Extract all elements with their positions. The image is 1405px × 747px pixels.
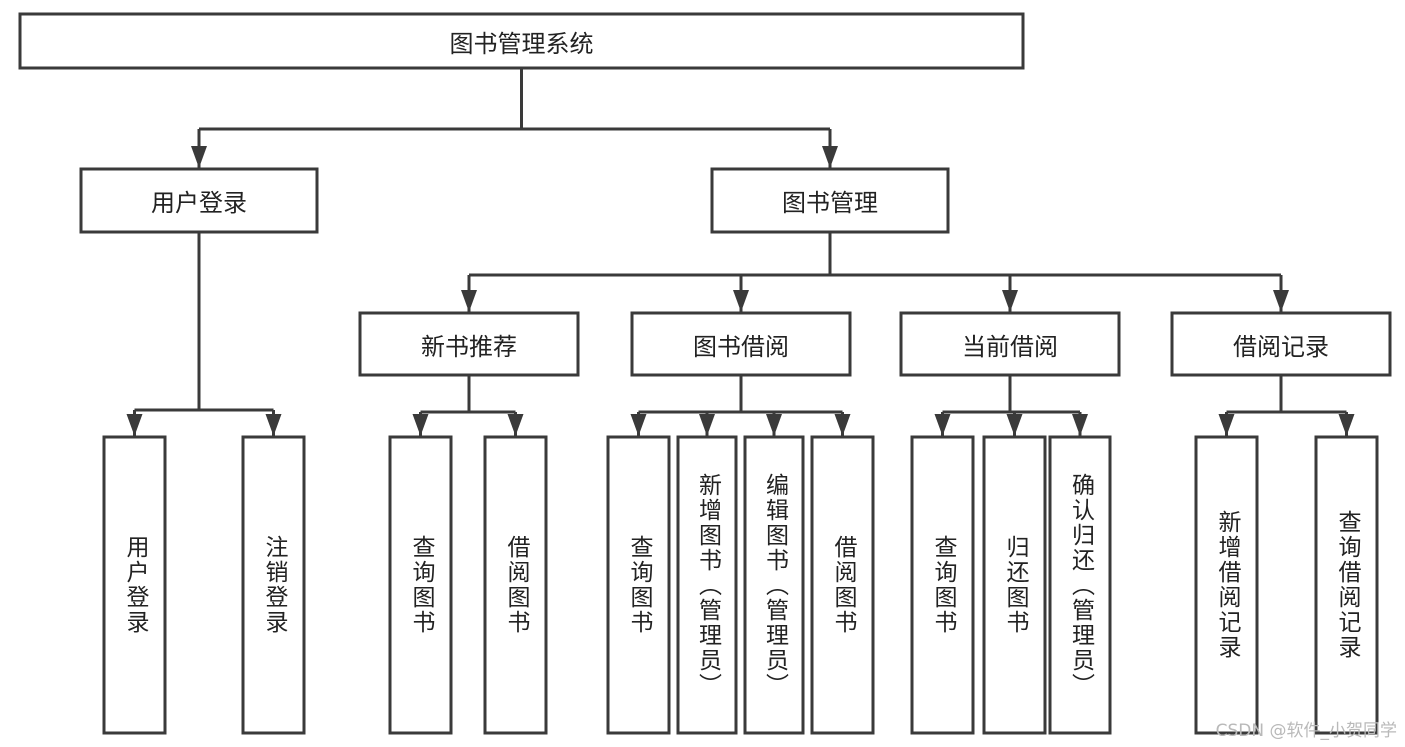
node-leaf-return-book[interactable]: [982, 435, 1047, 735]
node-book-borrow[interactable]: [630, 311, 852, 377]
node-leaf-confirm-return-admin[interactable]: [1048, 435, 1112, 735]
arrow-head-icon: [507, 414, 524, 436]
arrow-head-icon: [934, 414, 951, 436]
node-leaf-logout-login[interactable]: [241, 435, 306, 735]
arrow-head-icon: [191, 146, 207, 168]
arrow-head-icon: [822, 146, 838, 168]
arrow-head-icon: [834, 414, 851, 436]
arrow-head-icon: [1006, 414, 1023, 436]
arrow-head-icon: [699, 414, 715, 436]
csdn-watermark: CSDN @软件_小贺同学: [1215, 721, 1397, 741]
arrow-head-icon: [265, 414, 282, 436]
node-leaf-add-borrow-record[interactable]: [1194, 435, 1259, 735]
arrow-head-icon: [412, 414, 429, 436]
node-leaf-user-login[interactable]: [102, 435, 167, 735]
arrow-head-icon: [733, 290, 749, 312]
arrow-head-icon: [1338, 414, 1355, 436]
node-leaf-borrow-book[interactable]: [810, 435, 875, 735]
connector-lines-layer: [126, 68, 1355, 437]
node-leaf-query-book-borrow[interactable]: [606, 435, 671, 735]
node-leaf-edit-book-admin[interactable]: [743, 435, 805, 735]
node-leaf-add-book-admin[interactable]: [676, 435, 738, 735]
arrow-head-icon: [630, 414, 647, 436]
arrow-head-icon: [1072, 414, 1088, 436]
node-borrow-record[interactable]: [1170, 311, 1392, 377]
arrow-head-icon: [1002, 290, 1018, 312]
node-leaf-query-book-rec[interactable]: [388, 435, 453, 735]
node-leaf-query-book-current[interactable]: [910, 435, 975, 735]
node-book-manage[interactable]: [710, 167, 950, 234]
node-root[interactable]: [18, 12, 1025, 70]
node-leaf-query-borrow-record[interactable]: [1314, 435, 1379, 735]
node-leaf-borrow-book-rec[interactable]: [483, 435, 548, 735]
arrow-head-icon: [766, 414, 782, 436]
arrow-head-icon: [126, 414, 143, 436]
arrow-head-icon: [1273, 290, 1289, 312]
node-boxes-layer: [18, 12, 1392, 735]
node-user-login[interactable]: [79, 167, 319, 234]
arrow-head-icon: [1218, 414, 1235, 436]
arrow-head-icon: [461, 290, 477, 312]
node-current-borrow[interactable]: [899, 311, 1121, 377]
node-new-book-recommend[interactable]: [358, 311, 580, 377]
